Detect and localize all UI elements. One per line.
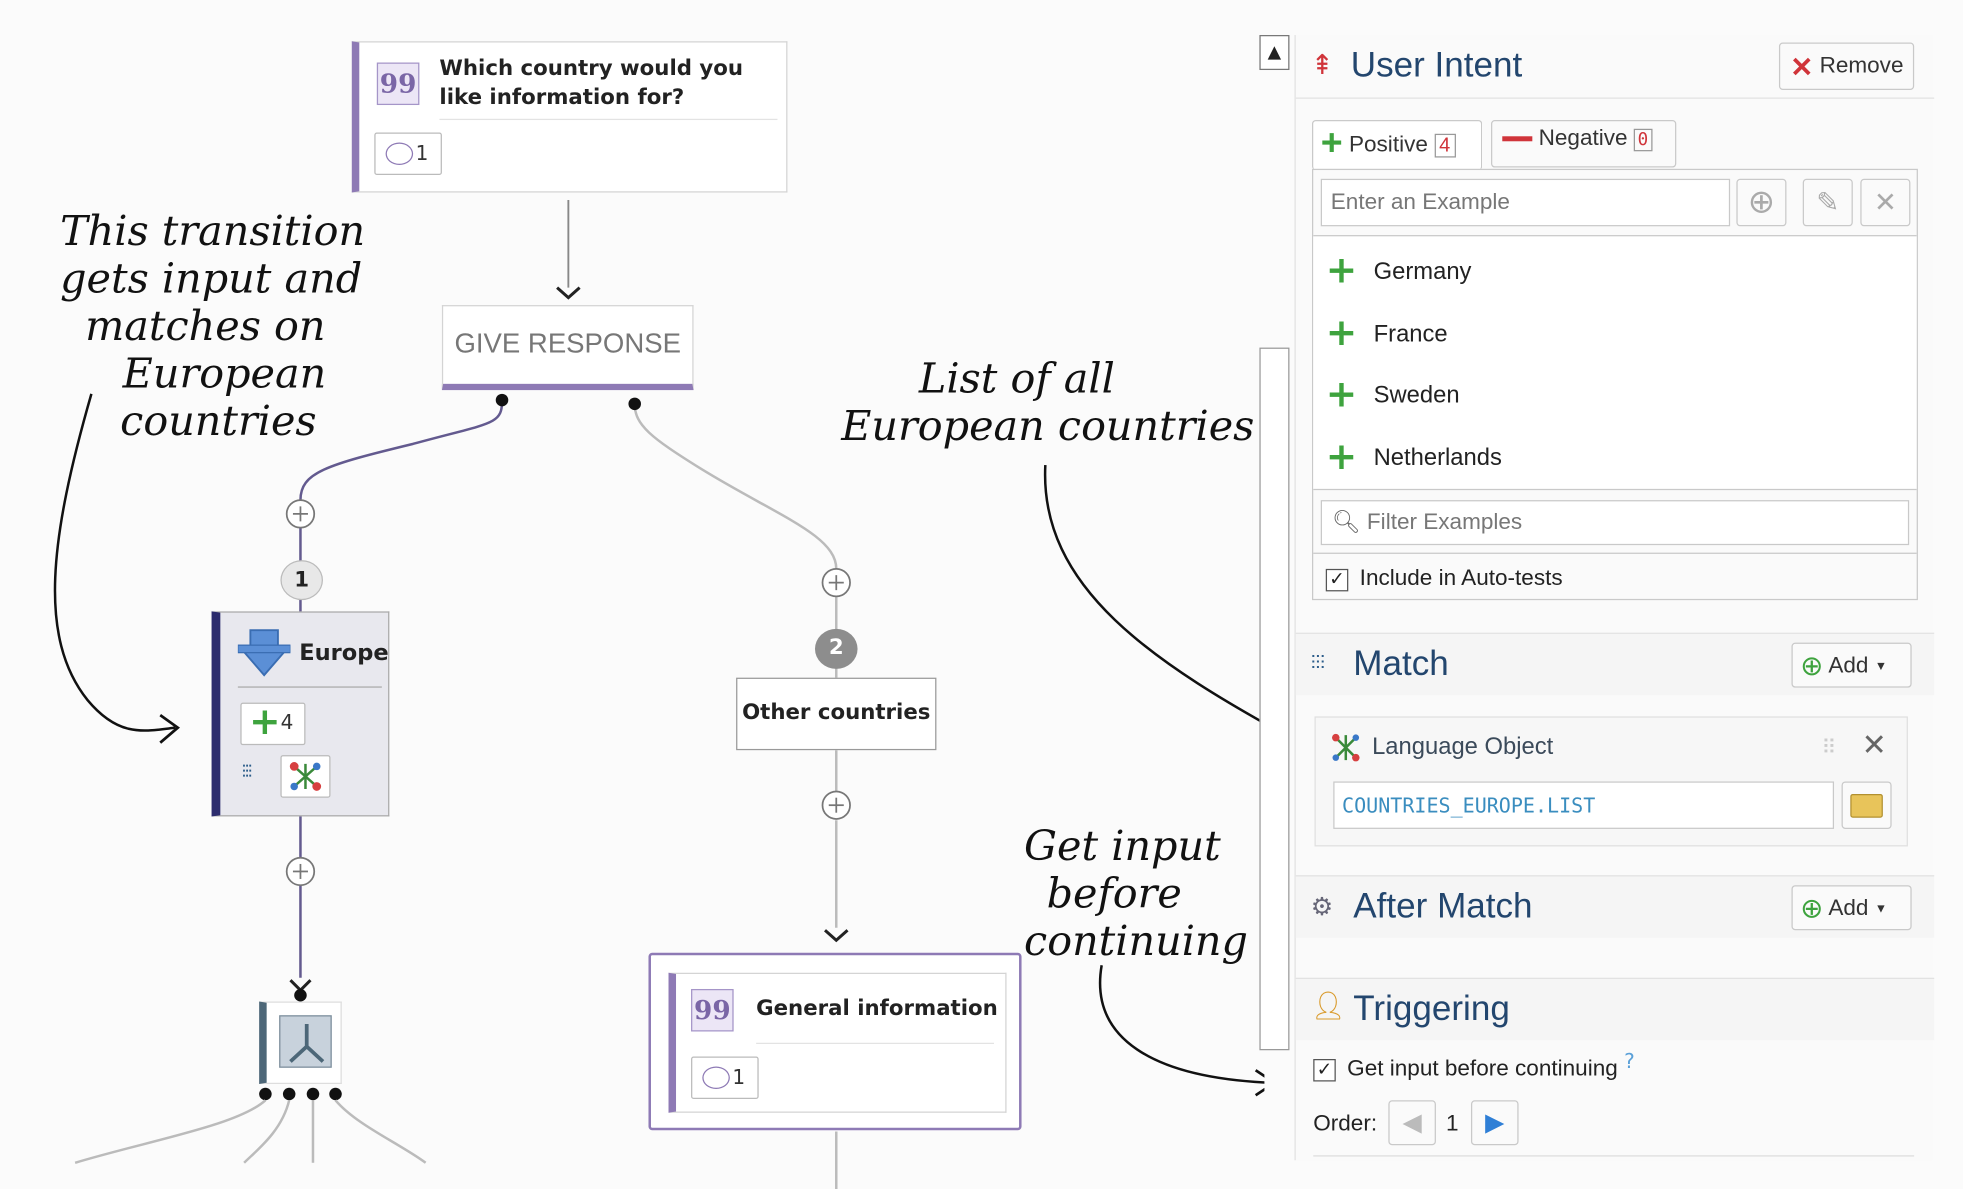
- example-count[interactable]: +4: [240, 700, 306, 746]
- close-icon: ✕: [1790, 51, 1814, 83]
- autotests-checkbox[interactable]: ✓: [1325, 568, 1349, 591]
- plus-icon: +: [1325, 372, 1358, 417]
- gears-icon: ⚙: [1310, 891, 1334, 922]
- plus-icon: +: [249, 700, 281, 744]
- get-input-row[interactable]: ✓ Get input before continuing ?: [1313, 1049, 1635, 1081]
- order-value: 1: [1445, 1110, 1459, 1136]
- match-sliders-icon: ⫶⫶⫶: [241, 762, 253, 783]
- order-decrease-button[interactable]: ◀: [1388, 1100, 1436, 1146]
- delete-example-button[interactable]: ✕: [1860, 178, 1911, 227]
- search-icon: 🔍︎: [1332, 508, 1361, 534]
- speech-bubble-icon: [702, 1065, 730, 1089]
- split-node[interactable]: [259, 1001, 342, 1085]
- remove-button[interactable]: ✕ Remove: [1778, 42, 1915, 91]
- scrollbar-thumb[interactable]: [1259, 347, 1290, 1051]
- arrow-head: [556, 286, 581, 300]
- after-match-add-button[interactable]: ⊕ Add ▼: [1791, 885, 1912, 931]
- language-object-icon[interactable]: [280, 755, 331, 798]
- question-node[interactable]: 99 Which country would you like informat…: [351, 41, 788, 193]
- user-intent-icon: ⇞: [1310, 50, 1334, 82]
- after-match-title: After Match: [1353, 886, 1533, 926]
- examples-panel: Enter an Example ⊕ ✎ ✕ + Germany + Franc…: [1311, 168, 1918, 601]
- list-item[interactable]: + Sweden: [1325, 372, 1460, 417]
- folder-icon: [1850, 793, 1883, 818]
- question-title: Which country would you like information…: [439, 56, 744, 111]
- annotation-arrow-transition: [53, 393, 176, 732]
- browse-folder-button[interactable]: [1841, 781, 1892, 829]
- match-add-button[interactable]: ⊕ Add ▼: [1791, 642, 1912, 688]
- chevron-down-icon: ▼: [1874, 902, 1888, 917]
- match-sliders-icon: ⫶⫶⫶: [1310, 651, 1325, 674]
- other-countries-title: Other countries: [742, 700, 931, 726]
- minus-icon: [1502, 136, 1533, 142]
- list-item[interactable]: + Netherlands: [1325, 435, 1502, 479]
- annotation-arrow-getinput: [1098, 965, 1265, 1084]
- help-icon[interactable]: ?: [1624, 1049, 1635, 1073]
- europe-transition-node[interactable]: Europe +4 ⫶⫶⫶: [211, 611, 390, 817]
- triggering-title: Triggering: [1353, 988, 1510, 1028]
- general-information-frame: 99 General information 1: [648, 952, 1022, 1131]
- example-input[interactable]: Enter an Example: [1320, 178, 1731, 227]
- plus-icon: +: [1325, 311, 1358, 356]
- language-object-card: Language Object ⠿ ✕ COUNTRIES_EUROPE.LIS…: [1314, 716, 1908, 847]
- annotation-arrow-list: [1043, 465, 1265, 725]
- speech-bubble-icon: [385, 141, 414, 165]
- flow-connectors: [53, 200, 1265, 1189]
- annotation-list: List of all European countries: [841, 353, 1255, 451]
- add-circle-icon: ⊕: [1800, 892, 1824, 924]
- order-increase-button[interactable]: ▶: [1470, 1100, 1519, 1146]
- close-icon[interactable]: ✕: [1861, 727, 1887, 763]
- plus-icon: +: [1325, 435, 1358, 479]
- scroll-up-button[interactable]: ▲: [1259, 35, 1290, 71]
- autotests-row[interactable]: ✓ Include in Auto-tests: [1325, 565, 1563, 591]
- properties-panel: ⇞ User Intent ✕ Remove + Positive 4 Nega…: [1294, 35, 1935, 1161]
- order-label: Order:: [1313, 1110, 1378, 1136]
- triggering-section-header: 👤︎ Triggering: [1295, 977, 1935, 1041]
- transition-arrow-icon: [237, 628, 292, 678]
- add-example-button[interactable]: ⊕: [1736, 178, 1787, 227]
- list-item[interactable]: + Germany: [1325, 248, 1472, 293]
- user-icon: 👤︎: [1310, 991, 1346, 1023]
- response-count[interactable]: 1: [691, 1056, 759, 1100]
- general-information-title: General information: [756, 996, 998, 1022]
- plus-icon: +: [1325, 248, 1358, 293]
- filter-input[interactable]: 🔍︎ Filter Examples: [1320, 500, 1910, 546]
- give-response-label: GIVE RESPONSE: [454, 327, 681, 359]
- list-item[interactable]: + France: [1325, 311, 1448, 356]
- add-circle-icon: ⊕: [1800, 650, 1824, 682]
- language-object-field[interactable]: COUNTRIES_EUROPE.LIST: [1333, 781, 1835, 829]
- after-match-section-header: ⚙ After Match ⊕ Add ▼: [1295, 875, 1935, 938]
- connector-branch-1: [299, 401, 504, 501]
- get-input-checkbox[interactable]: ✓: [1313, 1058, 1336, 1081]
- transition-number-1[interactable]: 1: [280, 560, 323, 601]
- match-section-header: ⫶⫶⫶ Match ⊕ Add ▼: [1295, 632, 1935, 696]
- other-countries-node[interactable]: Other countries: [736, 677, 937, 751]
- tab-positive[interactable]: + Positive 4: [1311, 120, 1483, 171]
- give-response-node[interactable]: GIVE RESPONSE: [441, 305, 694, 391]
- response-count[interactable]: 1: [374, 132, 442, 176]
- language-object-icon: [1328, 730, 1363, 770]
- quote-icon: 99: [376, 62, 420, 106]
- plus-icon: +: [1320, 122, 1343, 164]
- general-information-node[interactable]: 99 General information 1: [668, 972, 1007, 1113]
- match-title: Match: [1353, 643, 1449, 683]
- europe-title: Europe: [299, 640, 389, 667]
- transition-number-2[interactable]: 2: [814, 628, 858, 669]
- quote-icon: 99: [691, 988, 734, 1032]
- chevron-down-icon: ▼: [1874, 660, 1888, 674]
- language-object-label: Language Object: [1372, 733, 1554, 761]
- connector-branch-2: [633, 403, 838, 569]
- example-list: + Germany + France + Sweden + Netherland…: [1313, 235, 1917, 491]
- annotation-getinput: Get input before continuing: [1024, 821, 1248, 966]
- annotation-transition: This transition gets input and matches o…: [60, 206, 366, 446]
- drag-handle-icon[interactable]: ⠿: [1821, 735, 1837, 759]
- edit-example-button[interactable]: ✎: [1802, 178, 1853, 227]
- split-icon: [279, 1015, 332, 1068]
- tab-negative[interactable]: Negative 0: [1491, 120, 1677, 168]
- user-intent-title: User Intent: [1350, 45, 1523, 84]
